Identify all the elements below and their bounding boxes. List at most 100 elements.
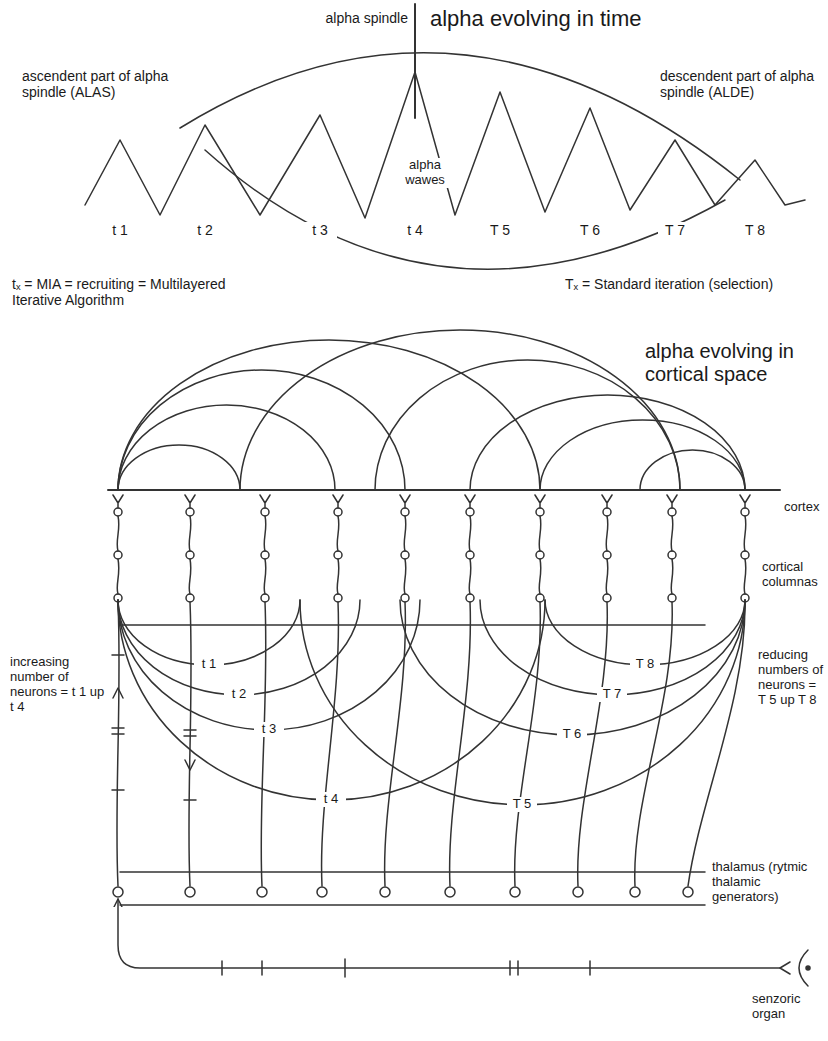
annotation-label: alpha spindle	[300, 10, 408, 26]
neuron	[466, 594, 474, 602]
wave-label: T 8	[738, 222, 772, 238]
note: reducing numbers of neurons = T 5 up T 8	[758, 648, 824, 708]
note: tₓ = MIA = recruiting = Multilayered Ite…	[12, 276, 277, 308]
cortical-column	[630, 495, 677, 897]
thalamic-neuron	[113, 887, 123, 897]
neuron	[401, 508, 409, 516]
neuron	[401, 551, 409, 559]
cortex-line	[108, 489, 780, 491]
iteration-label: T 6	[557, 727, 587, 742]
wave-label: t 4	[398, 222, 432, 238]
arc	[640, 450, 745, 490]
arc	[118, 600, 420, 730]
neuron	[261, 551, 269, 559]
neuron	[536, 551, 544, 559]
cortical-column	[317, 495, 343, 897]
wave-label: t 2	[188, 222, 222, 238]
cortical-column	[510, 495, 545, 897]
arc	[240, 330, 680, 490]
layer-label: cortex	[784, 500, 824, 515]
neuron	[668, 594, 676, 602]
arc	[480, 600, 745, 695]
iteration-label: T 5	[507, 797, 537, 812]
spindle-marker	[414, 4, 416, 118]
cortical-column	[185, 495, 195, 897]
thalamic-neuron	[630, 887, 640, 897]
neuron-chain	[260, 495, 270, 886]
fiber-tick	[184, 730, 196, 800]
section-heading: alpha evolving in cortical space	[645, 340, 820, 386]
annotation-label: alpha wawes	[396, 158, 454, 188]
thalamus-line	[120, 904, 705, 906]
spindle-envelope	[180, 53, 740, 180]
arc	[118, 600, 360, 695]
iteration-label: T 8	[630, 657, 660, 672]
neuron	[114, 508, 122, 516]
note: Tₓ = Standard iteration (selection)	[565, 276, 815, 292]
thalamus-line	[120, 871, 705, 873]
neuron-chain	[185, 495, 195, 886]
neuron	[536, 594, 544, 602]
arc	[400, 600, 745, 735]
neuron	[186, 594, 194, 602]
iteration-label: t 3	[254, 722, 284, 737]
wave-label: t 1	[103, 222, 137, 238]
neuron	[466, 551, 474, 559]
neuron	[668, 508, 676, 516]
arc	[118, 370, 405, 490]
title: alpha evolving in time	[430, 6, 750, 31]
layer-line	[120, 624, 705, 626]
fiber-arrow	[185, 760, 195, 770]
thalamic-neuron	[257, 887, 267, 897]
layer-label: senzoric organ	[752, 992, 824, 1022]
neuron	[741, 594, 749, 602]
neuron	[186, 508, 194, 516]
neuron	[741, 551, 749, 559]
wave-label: t 3	[303, 222, 337, 238]
neuron	[401, 594, 409, 602]
thalamic-neuron	[683, 887, 693, 897]
arc	[470, 395, 745, 490]
arc	[118, 405, 335, 490]
neuron	[536, 508, 544, 516]
thalamic-neuron	[185, 887, 195, 897]
wave-label: T 5	[483, 222, 517, 238]
spindle-envelope	[205, 150, 725, 269]
neuron-chain	[385, 495, 410, 886]
neuron-chain	[688, 495, 750, 886]
neuron	[603, 594, 611, 602]
arc	[118, 445, 240, 490]
layer-label: cortical columnas	[762, 560, 822, 590]
iteration-label: t 2	[224, 687, 254, 702]
neuron-chain	[322, 495, 343, 886]
neuron	[334, 594, 342, 602]
wave-label: T 7	[658, 222, 692, 238]
sensory-pathway	[118, 899, 780, 968]
cortical-column	[380, 495, 410, 897]
thalamic-neuron	[380, 887, 390, 897]
iteration-label: T 7	[597, 687, 627, 702]
pathway-arrow	[780, 962, 790, 974]
annotation-label: descendent part of alpha spindle (ALDE)	[660, 68, 820, 100]
neuron-chain	[635, 495, 677, 886]
neuron	[741, 508, 749, 516]
thalamic-neuron	[573, 887, 583, 897]
neuron	[261, 594, 269, 602]
fiber-tick	[112, 655, 124, 790]
arc	[118, 600, 300, 665]
arc	[300, 600, 745, 805]
layer-label: thalamus (rytmic thalamic generators)	[712, 860, 824, 905]
arc	[540, 420, 745, 490]
cortical-column	[113, 495, 123, 897]
neuron-chain	[450, 495, 475, 886]
sense-organ-dot	[806, 966, 810, 970]
neuron	[114, 594, 122, 602]
thalamic-neuron	[510, 887, 520, 897]
wave-label: T 6	[573, 222, 607, 238]
cortical-column	[257, 495, 270, 897]
neuron	[114, 551, 122, 559]
neuron	[334, 551, 342, 559]
arc	[118, 340, 540, 490]
cortical-column	[445, 495, 475, 897]
